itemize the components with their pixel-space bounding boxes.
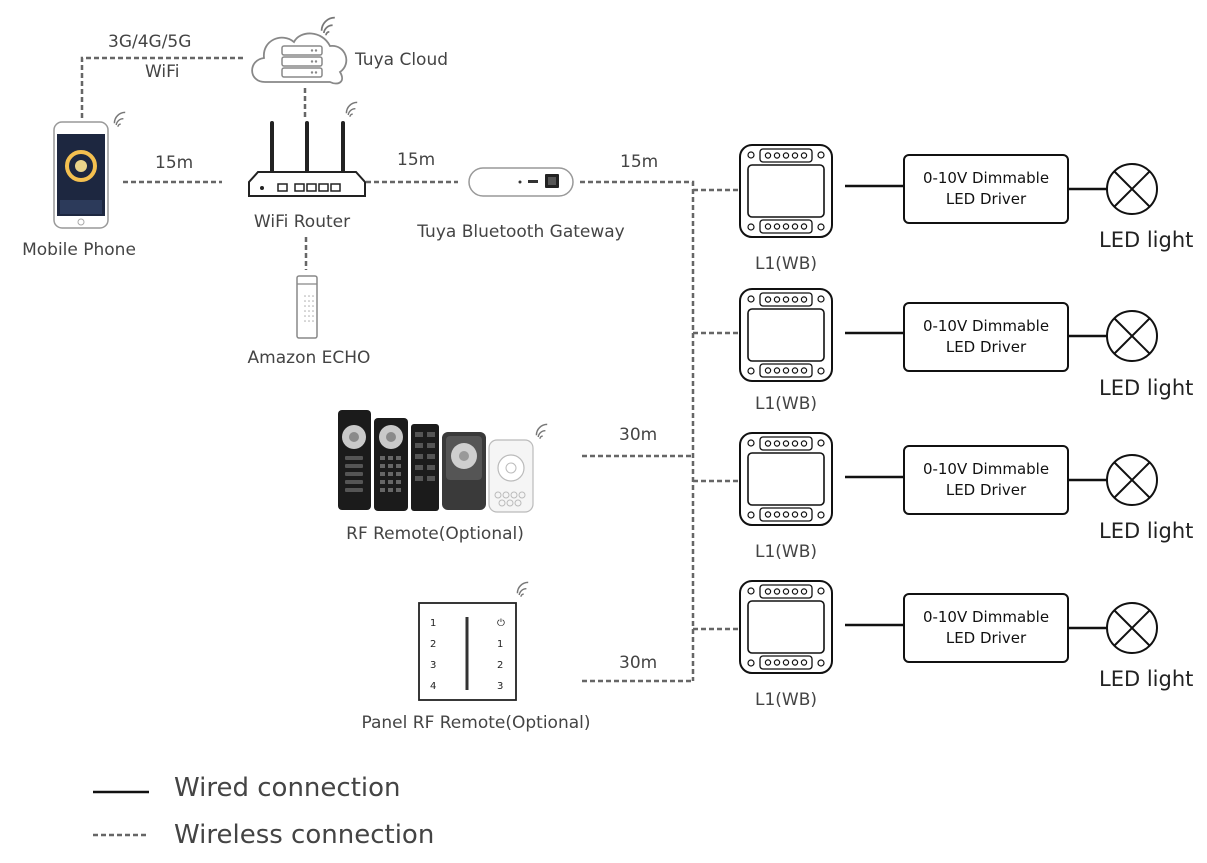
led-driver-box: 0-10V Dimmable LED Driver (903, 593, 1069, 663)
cloud-server-icon (251, 32, 348, 85)
led-driver-box: 0-10V Dimmable LED Driver (903, 445, 1069, 515)
lamp-cross-icon (1106, 454, 1158, 506)
distance-panel-bus: 30m (619, 653, 658, 673)
driver-line-2: LED Driver (945, 190, 1027, 208)
wifi-signal-icon (320, 16, 336, 37)
link-phone-cloud-label-1: 3G/4G/5G (108, 32, 192, 52)
led-light-label: LED light (1099, 376, 1194, 400)
gateway-label: Tuya Bluetooth Gateway (417, 222, 625, 242)
controller-icon (739, 288, 833, 382)
echo-label: Amazon ECHO (247, 348, 371, 368)
distance-router-gateway: 15m (397, 150, 436, 170)
panel-key-left-4[interactable]: 4 (430, 681, 437, 692)
controller-icon (739, 432, 833, 526)
legend-wired-label: Wired connection (174, 773, 401, 803)
lamp-cross-icon (1106, 163, 1158, 215)
distance-gateway-bus: 15m (620, 152, 659, 172)
controller-icon (739, 580, 833, 674)
rf-remote-label: RF Remote(Optional) (346, 524, 524, 544)
driver-line-1: 0-10V Dimmable (922, 460, 1050, 478)
led-light-label: LED light (1099, 667, 1194, 691)
bluetooth-gateway-icon (468, 167, 574, 197)
wifi-signal-icon (345, 101, 358, 118)
wifi-router-icon (248, 121, 366, 197)
panel-key-right-2[interactable]: 2 (497, 660, 504, 671)
wireless-links (80, 56, 738, 683)
driver-line-1: 0-10V Dimmable (922, 317, 1050, 335)
wifi-signal-icon (113, 111, 126, 128)
panel-rf-remote-icon (418, 602, 517, 701)
panel-key-right-1[interactable]: 1 (497, 639, 504, 650)
rf-remote-group-icon (338, 410, 534, 513)
amazon-echo-icon (296, 275, 318, 339)
controller-label: L1(WB) (754, 542, 818, 562)
controller-label: L1(WB) (754, 394, 818, 414)
driver-line-2: LED Driver (945, 481, 1027, 499)
router-label: WiFi Router (253, 212, 351, 232)
led-light-label: LED light (1099, 519, 1194, 543)
driver-line-2: LED Driver (945, 629, 1027, 647)
legend-wireless-label: Wireless connection (174, 820, 435, 850)
panel-key-left-1[interactable]: 1 (430, 618, 437, 629)
lamp-cross-icon (1106, 602, 1158, 654)
phone-label: Mobile Phone (22, 240, 136, 260)
cloud-label: Tuya Cloud (355, 50, 449, 70)
lamp-cross-icon (1106, 310, 1158, 362)
led-driver-box: 0-10V Dimmable LED Driver (903, 302, 1069, 372)
panel-key-left-2[interactable]: 2 (430, 639, 437, 650)
distance-remote-bus: 30m (619, 425, 658, 445)
mobile-phone-icon (53, 121, 109, 229)
link-phone-cloud-label-2: WiFi (145, 62, 180, 82)
link-phone-cloud (80, 56, 245, 118)
controller-label: L1(WB) (754, 690, 818, 710)
driver-line-1: 0-10V Dimmable (922, 169, 1050, 187)
led-light-label: LED light (1099, 228, 1194, 252)
controller-label: L1(WB) (754, 254, 818, 274)
driver-line-1: 0-10V Dimmable (922, 608, 1050, 626)
controller-icon (739, 144, 833, 238)
distance-phone-router: 15m (155, 153, 194, 173)
panel-key-power[interactable]: ⏻ (497, 618, 505, 629)
driver-line-2: LED Driver (945, 338, 1027, 356)
link-gateway-bus (580, 180, 695, 681)
wired-links (845, 184, 1107, 630)
panel-key-left-3[interactable]: 3 (430, 660, 437, 671)
panel-remote-label: Panel RF Remote(Optional) (361, 713, 591, 733)
wifi-signal-icon (516, 581, 529, 598)
led-driver-box: 0-10V Dimmable LED Driver (903, 154, 1069, 224)
wifi-signal-icon (535, 423, 548, 440)
panel-key-right-3[interactable]: 3 (497, 681, 504, 692)
